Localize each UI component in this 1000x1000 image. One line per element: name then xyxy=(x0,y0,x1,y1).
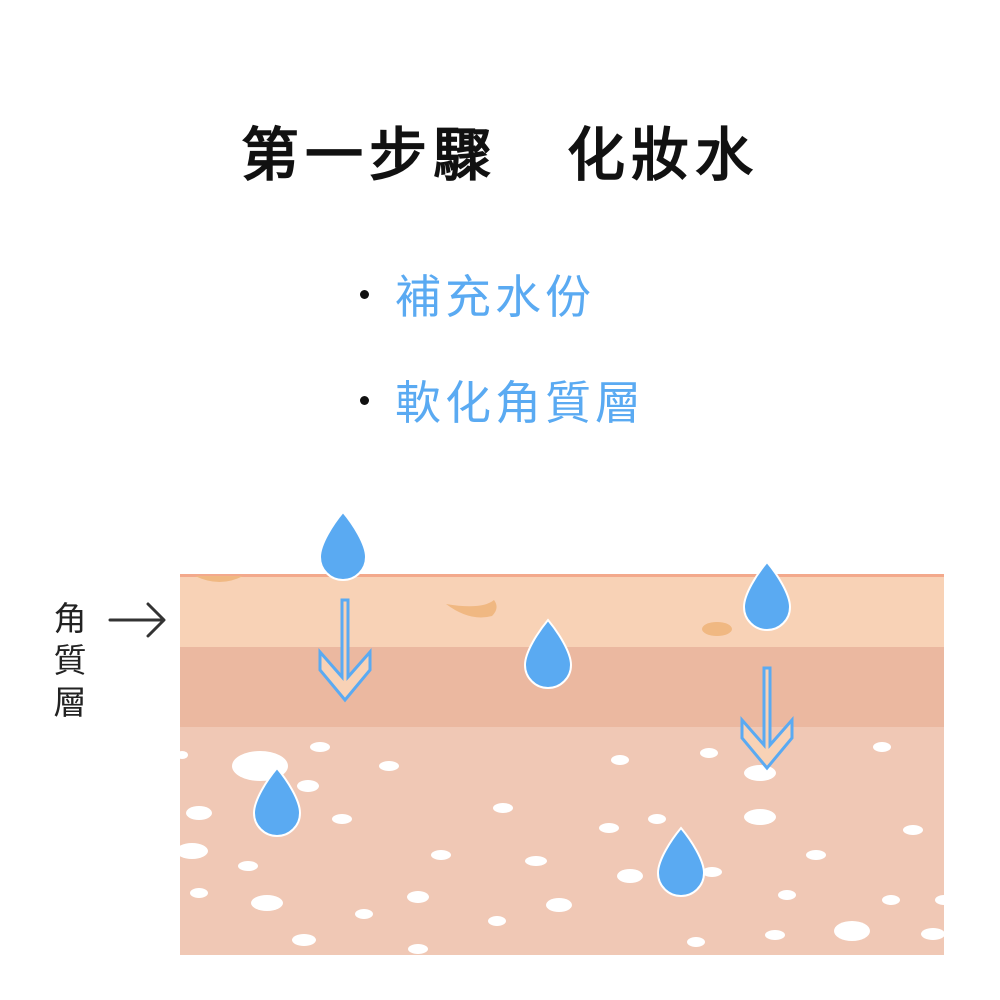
pore xyxy=(744,765,776,781)
pore xyxy=(873,742,891,752)
pore xyxy=(488,916,506,926)
bullet-list: 補充水份 軟化角質層 xyxy=(360,262,645,474)
pore xyxy=(180,751,188,759)
right-arrow-icon xyxy=(108,602,166,638)
bullet-dot xyxy=(360,395,369,405)
page-title: 第一步驟 化妝水 xyxy=(0,108,1000,192)
stratum-corneum-layer xyxy=(180,575,944,647)
pore xyxy=(935,895,944,905)
title-step: 第一步驟 xyxy=(240,121,497,189)
pore xyxy=(882,895,900,905)
down-arrow-icon xyxy=(318,598,372,703)
pore xyxy=(431,850,451,860)
skin-spots xyxy=(195,576,732,636)
pore xyxy=(379,761,399,771)
water-drop-icon xyxy=(656,826,706,897)
pore xyxy=(921,928,944,940)
pore xyxy=(251,895,283,911)
pore xyxy=(190,888,208,898)
skin-pores xyxy=(180,742,944,954)
water-drop-icon xyxy=(523,618,573,689)
pore xyxy=(310,742,330,752)
pore xyxy=(806,850,826,860)
pore xyxy=(355,909,373,919)
list-item: 軟化角質層 xyxy=(360,368,645,432)
pore xyxy=(408,944,428,954)
pore xyxy=(778,890,796,900)
skin-spot xyxy=(195,576,243,582)
bullet-text-soften: 軟化角質層 xyxy=(395,376,645,430)
bullet-dot xyxy=(360,289,369,299)
layer-label: 角 質 層 xyxy=(48,598,92,724)
pore xyxy=(180,843,208,859)
layer-label-char: 角 xyxy=(53,599,87,638)
down-arrow-icon xyxy=(740,666,794,771)
layer-label-char: 層 xyxy=(53,683,87,722)
bullet-text-hydrate: 補充水份 xyxy=(395,270,595,324)
dermis-layer xyxy=(180,727,944,955)
water-drop-icon xyxy=(318,510,368,581)
layer-label-char: 質 xyxy=(53,641,87,680)
pore xyxy=(834,921,870,941)
pore xyxy=(611,755,629,765)
list-item: 補充水份 xyxy=(360,262,645,326)
pore xyxy=(546,898,572,912)
pore xyxy=(332,814,352,824)
pore xyxy=(525,856,547,866)
water-drops xyxy=(252,510,792,897)
title-product: 化妝水 xyxy=(567,121,760,189)
pore xyxy=(687,937,705,947)
stratum-corneum-edge xyxy=(180,574,944,577)
pore xyxy=(186,806,212,820)
pore xyxy=(702,867,722,877)
pore xyxy=(700,748,718,758)
pore xyxy=(765,930,785,940)
pore xyxy=(617,869,643,883)
skin-spot xyxy=(446,600,497,618)
pore xyxy=(744,809,776,825)
water-drop-icon xyxy=(252,766,302,837)
pore xyxy=(903,825,923,835)
pore xyxy=(238,861,258,871)
pore xyxy=(407,891,429,903)
absorption-arrows xyxy=(318,598,794,771)
skin-spot xyxy=(702,622,732,636)
water-drop-icon xyxy=(742,560,792,631)
pore xyxy=(297,780,319,792)
pore xyxy=(493,803,513,813)
pore xyxy=(599,823,619,833)
pore xyxy=(292,934,316,946)
pore xyxy=(648,814,666,824)
skin-layers xyxy=(180,574,944,955)
